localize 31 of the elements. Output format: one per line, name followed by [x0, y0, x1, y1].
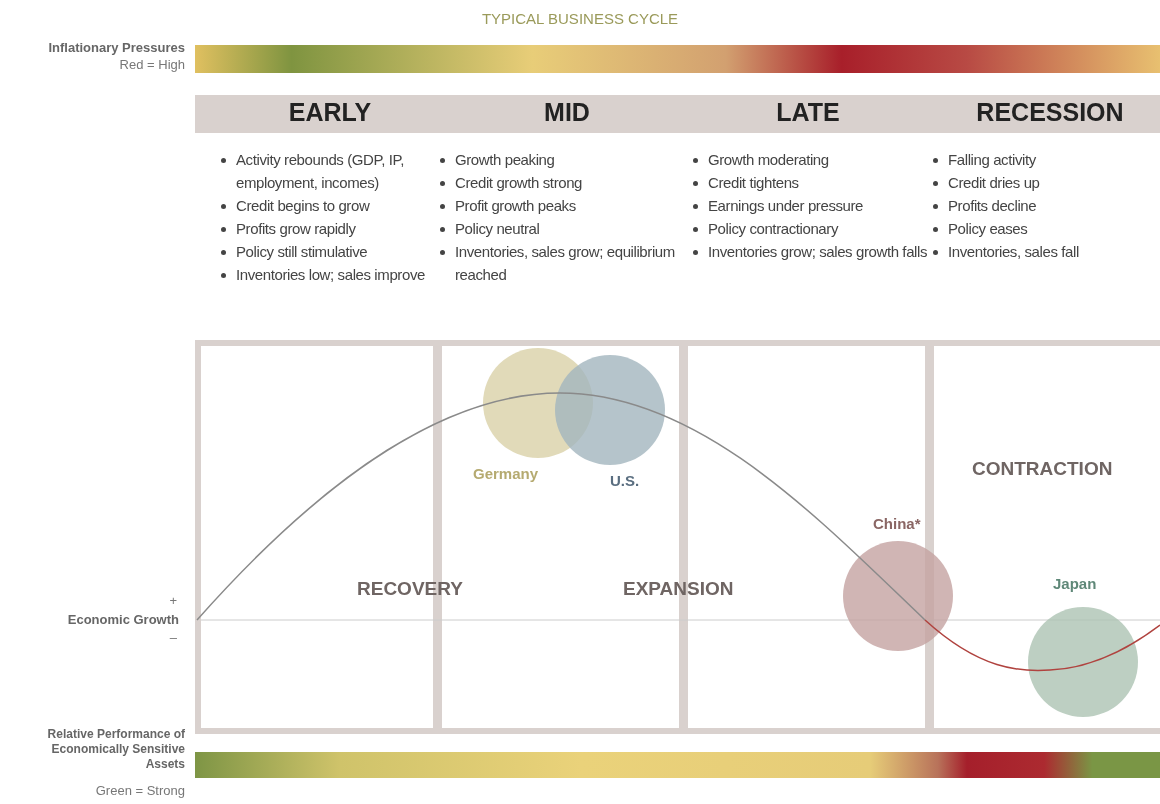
axis-label: Relative Performance of Economically Sensitive Assets: [46, 727, 185, 772]
country-label: China*: [873, 515, 921, 532]
bullet-item: Profits decline: [930, 194, 1160, 217]
axis-label: Economic Growth: [67, 612, 179, 627]
legend-note: Green = Strong: [95, 783, 185, 798]
bullet-item: Policy contractionary: [690, 217, 930, 240]
phase-heading: LATE: [775, 98, 841, 127]
phase-heading: RECESSION: [975, 98, 1125, 127]
bullet-item: Policy eases: [930, 217, 1160, 240]
phase-label: EXPANSION: [623, 578, 734, 600]
phase-heading: MID: [543, 98, 591, 127]
bullet-item: Inventories grow; sales growth falls: [690, 240, 930, 263]
bullet-item: Inventories, sales fall: [930, 240, 1160, 263]
legend-note: Red = High: [119, 57, 185, 72]
country-label: U.S.: [610, 472, 640, 489]
diagram-title: TYPICAL BUSINESS CYCLE: [480, 10, 680, 27]
phase-label: CONTRACTION: [972, 458, 1113, 480]
inflation-gradient-bar: [195, 45, 1160, 73]
country-label: Japan: [1053, 575, 1097, 592]
country-label: Germany: [473, 465, 539, 482]
bullet-item: Growth moderating: [690, 148, 930, 171]
axis-label: Inflationary Pressures: [48, 40, 185, 55]
bullet-item: Falling activity: [930, 148, 1160, 171]
bullet-item: Credit tightens: [690, 171, 930, 194]
bullet-item: Earnings under pressure: [690, 194, 930, 217]
bullet-item: Credit dries up: [930, 171, 1160, 194]
phase-heading: EARLY: [287, 98, 373, 127]
minus-sign: –: [169, 630, 177, 645]
phase-label: RECOVERY: [357, 578, 463, 600]
performance-gradient-bar: [195, 752, 1160, 778]
plus-sign: +: [169, 593, 177, 608]
